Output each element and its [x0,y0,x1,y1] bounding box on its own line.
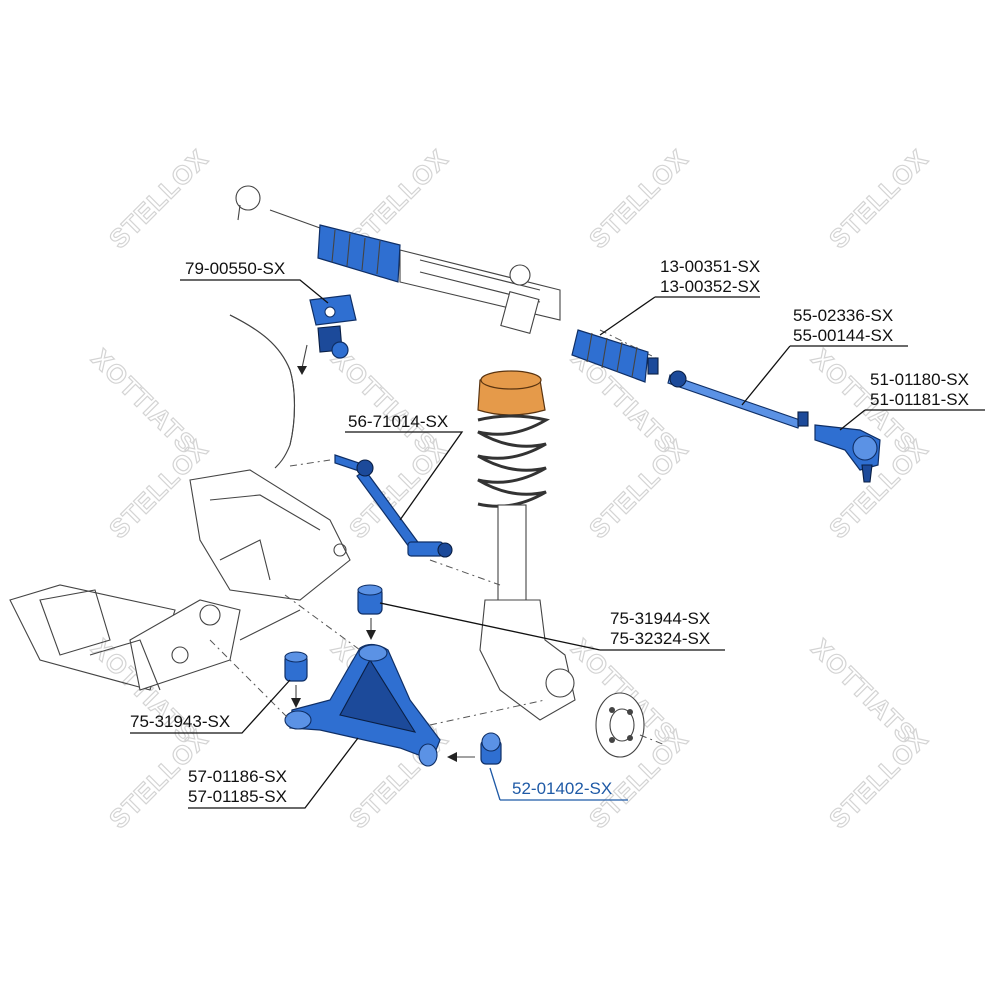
watermark-text: STELLOX [583,433,694,544]
label-tie-rod-end-1: 51-01180-SX [870,370,969,389]
stabilizer-link [331,341,453,558]
watermark-text: STELLOX [103,143,214,254]
watermark-text: STELLOX [823,723,934,834]
callout-lines [130,279,985,809]
subframe-drawing [9,469,351,691]
label-stabilizer-link: 56-71014-SX [348,412,448,431]
label-inner-tie-rod-boot-2: 13-00352-SX [660,277,760,296]
label-control-arm-2: 57-01185-SX [188,787,287,806]
inner-tie-rod [667,370,809,429]
inner-tie-rod-boot [571,329,659,383]
label-inner-tie-rod-boot-1: 13-00351-SX [660,257,760,276]
control-arm [209,594,546,767]
arrow-head-icon [447,752,457,762]
label-ball-joint: 52-01402-SX [512,779,612,798]
rear-arm-bushing [357,584,383,640]
label-control-arm-1: 57-01186-SX [188,767,287,786]
arrow-head-icon [366,630,376,640]
watermark-text: STELLOX [823,143,934,254]
strut-assembly [429,370,576,721]
arrow-head-icon [291,698,301,708]
left-rack-boot [317,224,401,283]
label-tie-rod-end-2: 51-01181-SX [870,390,969,409]
label-inner-tie-rod-2: 55-00144-SX [793,326,893,345]
ball-joint [447,732,502,765]
arrow-head-icon [297,366,307,375]
stabilizer-bushing [309,294,357,353]
label-stabilizer-bushing: 79-00550-SX [185,259,285,278]
watermark-text: STELLOX [583,143,694,254]
label-front-arm-bushing: 75-31943-SX [130,712,230,731]
wheel-hub [595,692,666,758]
steering-rack [235,185,661,361]
front-arm-bushing [284,651,308,708]
part-labels: 79-00550-SX 13-00351-SX 13-00352-SX 55-0… [130,257,969,806]
assembly-arrow [301,344,308,369]
label-rear-arm-bushing-2: 75-32324-SX [610,629,710,648]
label-inner-tie-rod-1: 55-02336-SX [793,306,893,325]
label-rear-arm-bushing-1: 75-31944-SX [610,609,710,628]
tie-rod-end [814,424,881,483]
stabilizer-bar [229,314,331,469]
